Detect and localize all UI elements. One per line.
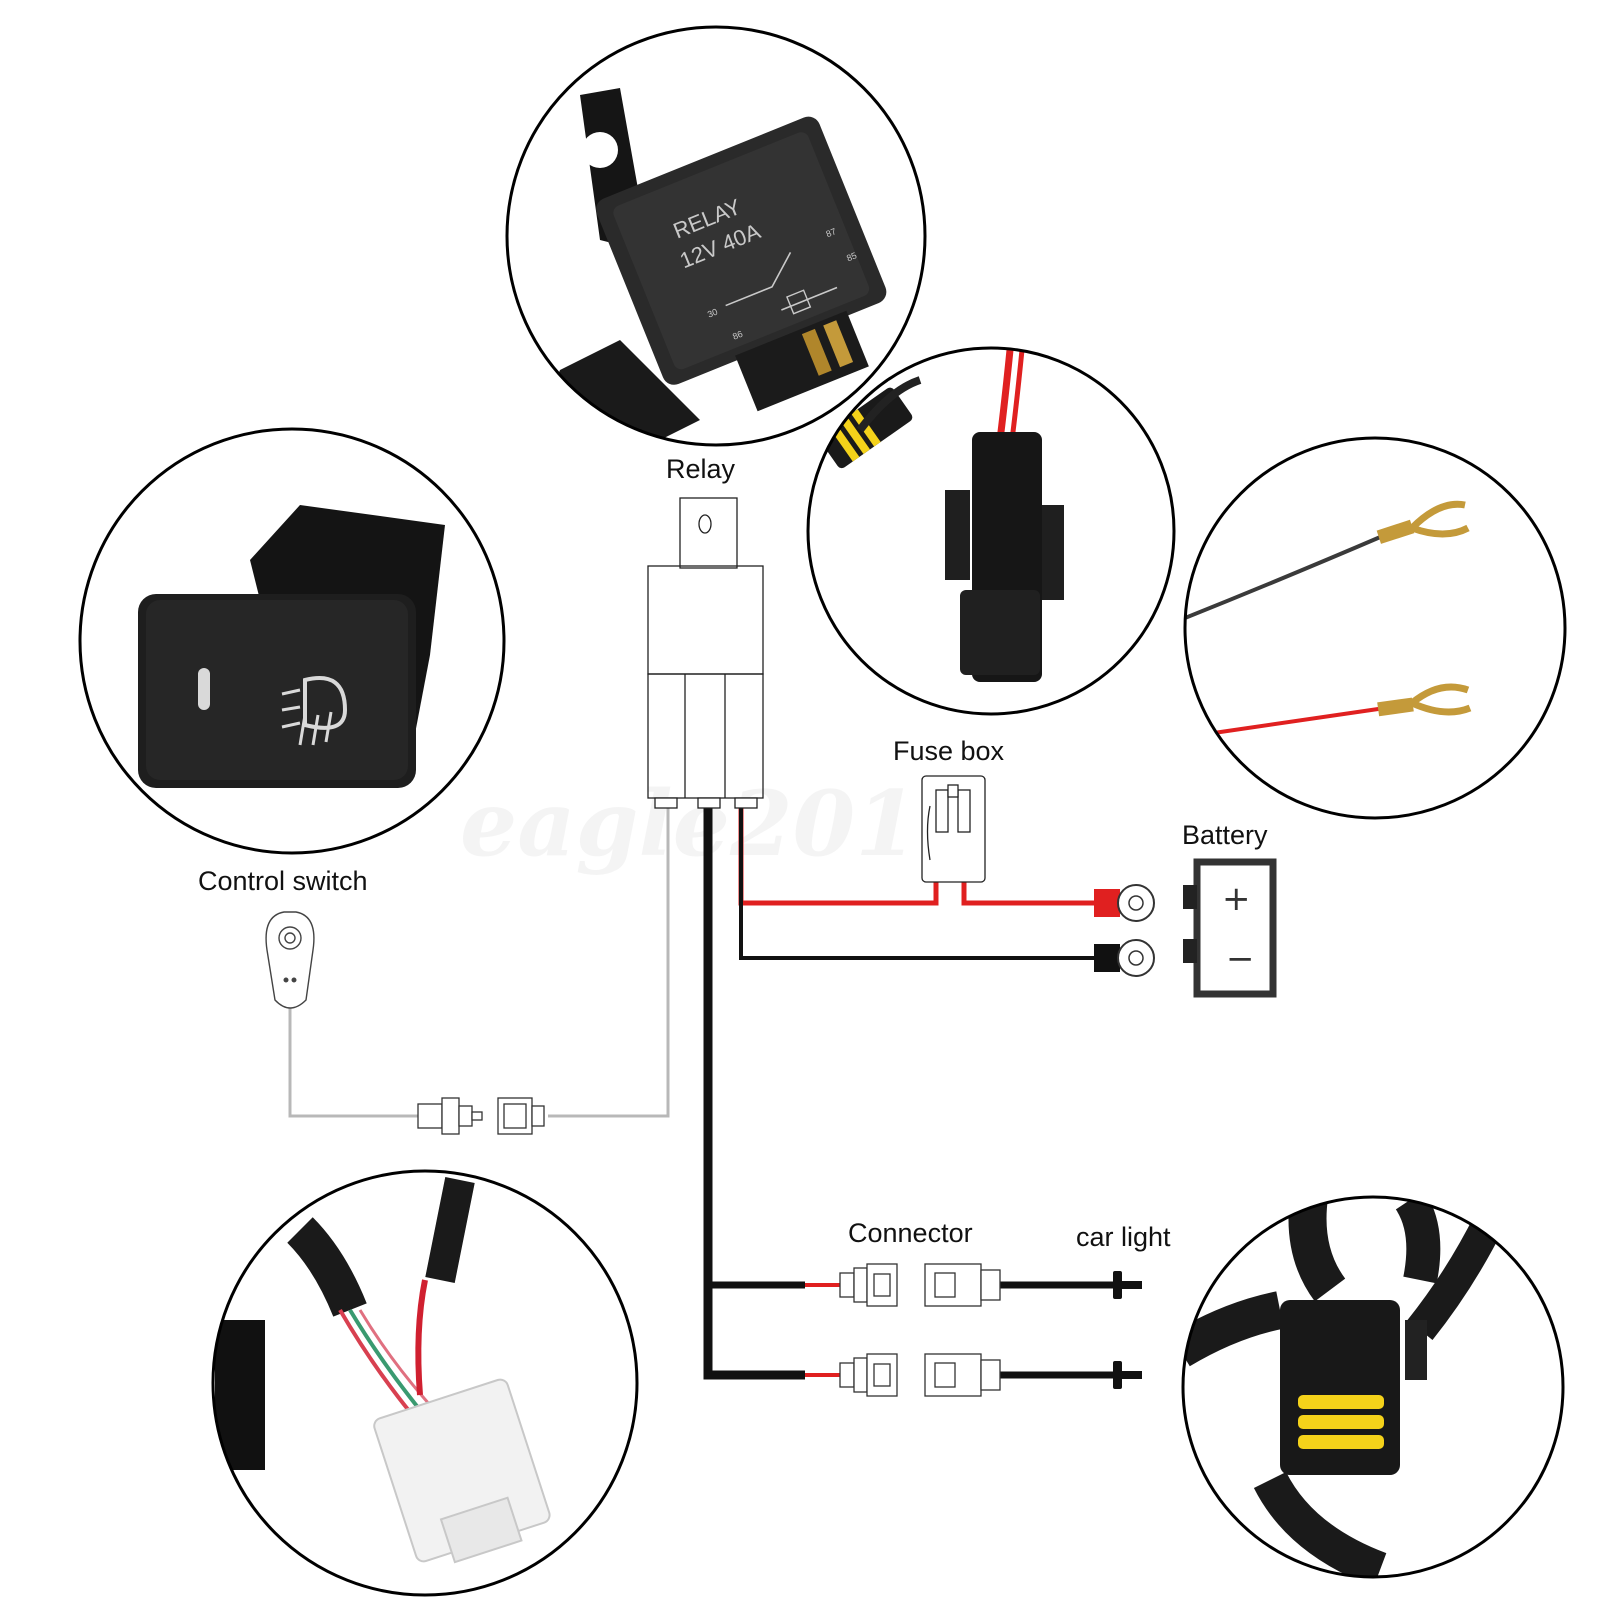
black-wire-trunk bbox=[703, 808, 805, 1380]
battery-positive-sign: + bbox=[1222, 879, 1251, 919]
control-wire bbox=[288, 985, 418, 1118]
fuse-box-schematic bbox=[921, 775, 986, 883]
relay-label: Relay bbox=[666, 454, 736, 484]
fuse-box-label: Fuse box bbox=[893, 736, 1005, 766]
battery-negative-sign: − bbox=[1226, 939, 1255, 979]
control-switch-photo bbox=[78, 427, 506, 855]
battery-schematic: + − bbox=[1183, 858, 1277, 998]
battery-label: Battery bbox=[1182, 820, 1268, 850]
red-wire-battery bbox=[961, 882, 1106, 906]
harness-connector-photo bbox=[211, 1169, 639, 1597]
relay-pin-85: 85 bbox=[845, 250, 858, 263]
control-connector-pair bbox=[417, 1097, 545, 1135]
waterproof-plug-photo bbox=[1181, 1195, 1565, 1579]
control-wire-relay bbox=[548, 808, 670, 1118]
car-light-label: car light bbox=[1076, 1222, 1171, 1252]
connector-label: Connector bbox=[848, 1218, 973, 1248]
car-light-plugs bbox=[1113, 1271, 1142, 1389]
relay-pin-86: 86 bbox=[731, 329, 744, 342]
switch-schematic bbox=[265, 911, 315, 1009]
relay-schematic bbox=[647, 497, 764, 809]
light-connector-lower bbox=[839, 1353, 1001, 1397]
relay-photo: RELAY 12V 40A 30 87 86 85 bbox=[505, 25, 927, 447]
relay-pin-87: 87 bbox=[825, 226, 838, 239]
fork-terminals-photo bbox=[1183, 436, 1567, 820]
ring-terminal-negative bbox=[1094, 939, 1155, 977]
watermark: eagle2010 bbox=[460, 771, 980, 877]
control-switch-label: Control switch bbox=[198, 866, 368, 896]
relay-pin-30: 30 bbox=[706, 307, 719, 320]
ring-terminal-positive bbox=[1094, 884, 1155, 922]
fuse-holder-photo bbox=[806, 346, 1176, 716]
black-wire-ground bbox=[739, 808, 1106, 960]
schematic-wiring bbox=[288, 808, 1115, 1380]
light-connector-upper bbox=[839, 1263, 1001, 1307]
